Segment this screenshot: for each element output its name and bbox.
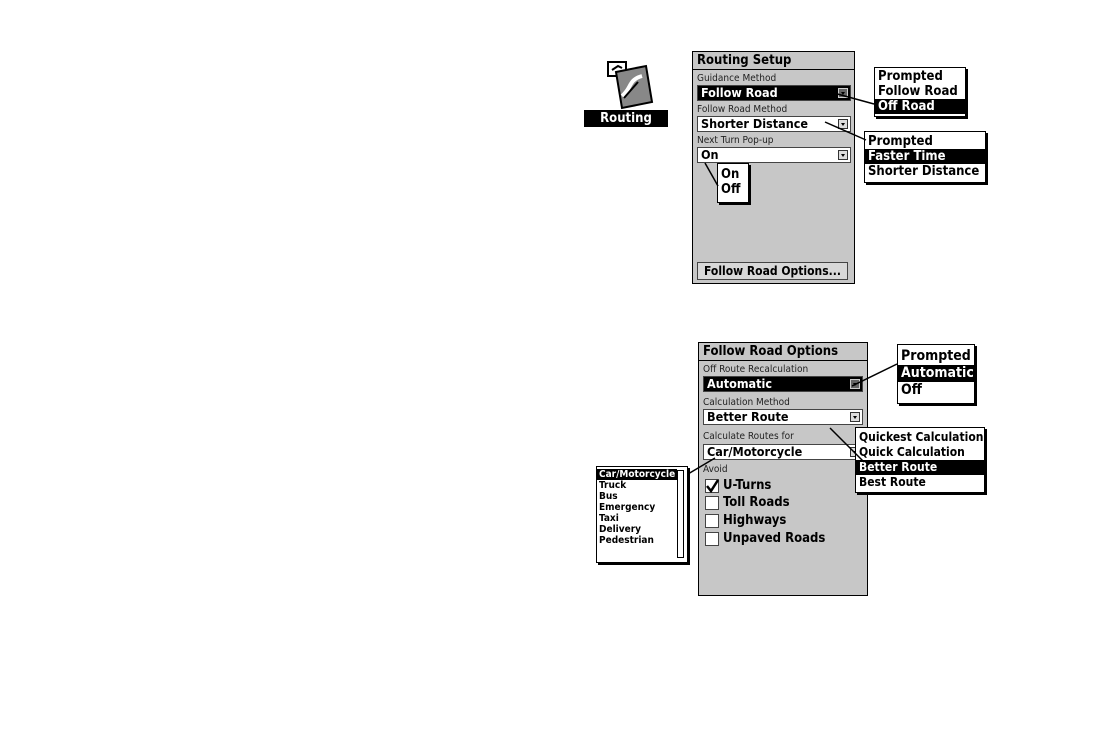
popup-option[interactable]: Prompted: [901, 348, 971, 364]
chevron-down-icon: [850, 379, 860, 389]
calculation-method-field[interactable]: Better Route: [703, 409, 863, 425]
calculation-method-popup: Quickest Calculation Quick Calculation B…: [855, 427, 985, 493]
list-item[interactable]: Delivery: [599, 524, 642, 535]
avoid-uturns-label: U-Turns: [723, 478, 772, 493]
off-route-recalc-value: Automatic: [707, 376, 773, 391]
popup-option[interactable]: On: [721, 167, 740, 182]
guidance-method-popup: Prompted Follow Road Off Road: [874, 67, 966, 117]
popup-option[interactable]: Best Route: [859, 475, 926, 489]
calculate-routes-field[interactable]: Car/Motorcycle: [703, 444, 863, 460]
avoid-toll-roads-checkbox[interactable]: [705, 496, 719, 510]
follow-road-method-popup: Prompted Faster Time Shorter Distance: [864, 131, 986, 183]
guidance-method-label: Guidance Method: [697, 73, 777, 84]
next-turn-popup-options: On Off: [717, 163, 749, 203]
avoid-highways-label: Highways: [723, 513, 787, 528]
list-item[interactable]: Emergency: [599, 502, 656, 513]
routing-setup-screen: Routing Setup Guidance Method Follow Roa…: [692, 51, 855, 284]
avoid-label: Avoid: [703, 464, 728, 475]
follow-road-method-field[interactable]: Shorter Distance: [697, 116, 851, 132]
guidance-method-field[interactable]: Follow Road: [697, 85, 851, 101]
off-route-recalc-popup: Prompted Automatic Off: [897, 344, 975, 404]
avoid-highways-checkbox[interactable]: [705, 514, 719, 528]
avoid-unpaved-roads-label: Unpaved Roads: [723, 531, 826, 546]
routing-app-icon[interactable]: Routing: [584, 58, 670, 130]
list-item[interactable]: Taxi: [599, 513, 619, 524]
guidance-method-value: Follow Road: [701, 85, 778, 100]
list-scrollbar[interactable]: [677, 470, 684, 558]
calculation-method-label: Calculation Method: [703, 397, 790, 408]
avoid-unpaved-roads-checkbox[interactable]: [705, 532, 719, 546]
popup-option[interactable]: Shorter Distance: [868, 164, 980, 179]
calculate-routes-value: Car/Motorcycle: [707, 444, 803, 459]
chevron-down-icon: [838, 119, 848, 129]
vehicle-type-list: Car/Motorcycle Truck Bus Emergency Taxi …: [596, 466, 688, 563]
follow-road-options-title: Follow Road Options: [699, 343, 867, 361]
list-item-selected[interactable]: Car/Motorcycle: [597, 469, 677, 480]
chevron-down-icon: [838, 150, 848, 160]
avoid-uturns-checkbox[interactable]: [705, 479, 719, 493]
popup-option[interactable]: Prompted: [868, 134, 933, 149]
popup-option-selected[interactable]: Better Route: [856, 460, 984, 475]
popup-option-selected[interactable]: Off Road: [875, 99, 965, 114]
routing-setup-title: Routing Setup: [693, 52, 854, 70]
list-item[interactable]: Pedestrian: [599, 535, 654, 546]
popup-option-selected[interactable]: Faster Time: [865, 149, 985, 164]
list-item[interactable]: Bus: [599, 491, 618, 502]
off-route-recalc-field[interactable]: Automatic: [703, 376, 863, 392]
calculate-routes-label: Calculate Routes for: [703, 431, 794, 442]
popup-option-selected[interactable]: Automatic: [898, 365, 974, 382]
follow-road-method-label: Follow Road Method: [697, 104, 788, 115]
list-item[interactable]: Truck: [599, 480, 627, 491]
popup-option[interactable]: Follow Road: [878, 84, 958, 99]
next-turn-popup-field[interactable]: On: [697, 147, 851, 163]
off-route-recalc-label: Off Route Recalculation: [703, 364, 809, 375]
calculation-method-value: Better Route: [707, 409, 789, 424]
routing-icon-label: Routing: [584, 110, 668, 127]
checkmark-icon: [706, 479, 719, 493]
popup-option[interactable]: Quick Calculation: [859, 445, 965, 459]
next-turn-popup-label: Next Turn Pop-up: [697, 135, 774, 146]
popup-option[interactable]: Quickest Calculation: [859, 430, 984, 444]
avoid-toll-roads-label: Toll Roads: [723, 495, 790, 510]
next-turn-popup-value: On: [701, 147, 719, 162]
follow-road-options-button[interactable]: Follow Road Options...: [697, 262, 848, 280]
chevron-down-icon: [838, 88, 848, 98]
routing-icon: [607, 61, 654, 110]
follow-road-method-value: Shorter Distance: [701, 116, 809, 131]
popup-option[interactable]: Off: [721, 182, 741, 197]
chevron-down-icon: [850, 412, 860, 422]
popup-option[interactable]: Prompted: [878, 69, 943, 84]
follow-road-options-screen: Follow Road Options Off Route Recalculat…: [698, 342, 868, 596]
popup-option[interactable]: Off: [901, 382, 922, 398]
